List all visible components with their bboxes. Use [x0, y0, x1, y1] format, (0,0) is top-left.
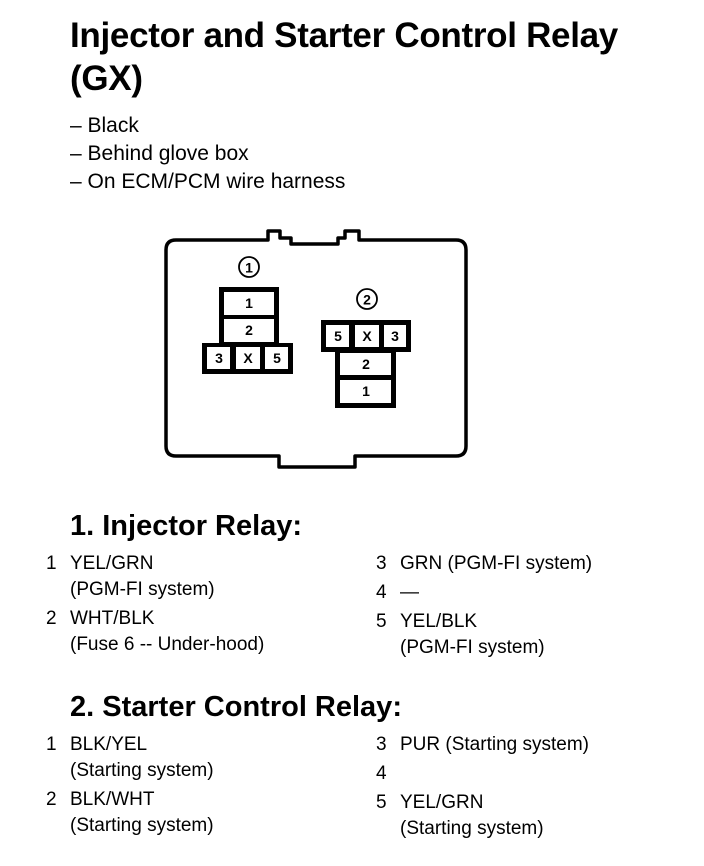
relay-2-pin-2: 2	[362, 356, 370, 372]
note-location: – Behind glove box	[70, 142, 249, 165]
relay-2-cell-5	[326, 325, 349, 347]
location-notes: – Black – Behind glove box – On ECM/PCM …	[70, 112, 345, 196]
relay-1-cell-x	[236, 347, 260, 369]
relay-1-marker	[238, 256, 260, 278]
injector-pin-1-wire: YEL/GRN	[70, 553, 154, 574]
relay-2-marker	[356, 288, 378, 310]
injector-pin-2-wire: WHT/BLK	[70, 608, 155, 629]
relay-1-marker-number: 1	[245, 260, 253, 276]
note-color: – Black	[70, 114, 139, 137]
relay-1-cell-3	[207, 347, 230, 369]
injector-pin-1-circuit: (PGM-FI system)	[70, 579, 215, 600]
relay-1-pin-1: 1	[245, 295, 253, 311]
starter-relay-heading: 2. Starter Control Relay:	[70, 691, 402, 723]
relay-2-pin-3: 3	[391, 328, 399, 344]
starter-pin-2-circuit: (Starting system)	[70, 815, 214, 836]
injector-pin-5-circuit: (PGM-FI system)	[400, 637, 545, 658]
relay-2-cell-1	[340, 380, 391, 403]
injector-pin-3-wire: GRN (PGM-FI system)	[400, 553, 593, 574]
relay-2-marker-number: 2	[363, 292, 371, 308]
relay-1-cell-1	[224, 292, 274, 315]
injector-relay-heading: 1. Injector Relay:	[70, 510, 303, 542]
relay-2-pin-5: 5	[334, 328, 342, 344]
relay-1-pin-2: 2	[245, 322, 253, 338]
starter-pin-1-circuit: (Starting system)	[70, 760, 214, 781]
injector-pin-2-circuit: (Fuse 6 -- Under-hood)	[70, 634, 265, 655]
relay-1-cell-2	[224, 319, 274, 342]
relay-2-cell-3	[384, 325, 406, 347]
starter-pin-5-wire: YEL/GRN	[400, 792, 484, 813]
starter-pin-2-wire: BLK/WHT	[70, 789, 155, 810]
page-title: Injector and Starter Control Relay (GX)	[70, 16, 618, 98]
starter-pin-5-circuit: (Starting system)	[400, 818, 544, 839]
relay-2-cell-x	[355, 325, 379, 347]
relay-2-cell-2	[340, 353, 391, 375]
note-harness: – On ECM/PCM wire harness	[70, 170, 346, 193]
starter-pin-1-wire: BLK/YEL	[70, 734, 148, 755]
injector-pin-5-wire: YEL/BLK	[400, 611, 478, 632]
relay-2-pin-x: X	[362, 328, 372, 344]
relay-1-pin-5: 5	[273, 350, 281, 366]
relay-1-pin-x: X	[243, 350, 253, 366]
relay-1-cell-5	[265, 347, 288, 369]
injector-pin-4-wire: —	[400, 582, 419, 603]
connector-housing	[164, 229, 468, 469]
relay-1-pin-3: 3	[215, 350, 223, 366]
relay-2-pin-1: 1	[362, 383, 370, 399]
starter-pin-3-wire: PUR (Starting system)	[400, 734, 589, 755]
